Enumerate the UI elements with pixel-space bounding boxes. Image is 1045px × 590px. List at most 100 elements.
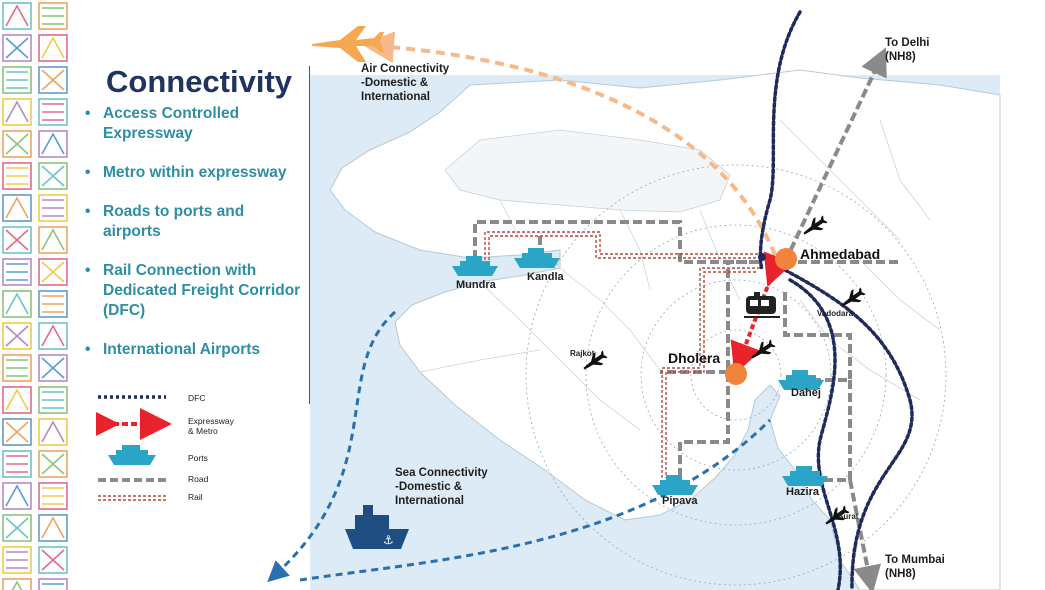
pattern-tile — [2, 418, 32, 446]
sea-connectivity-arc-west — [267, 310, 397, 583]
pattern-glyph — [42, 295, 64, 313]
pattern-tile — [2, 2, 32, 30]
to-mumbai-label: To Mumbai(NH8) — [885, 554, 945, 580]
train-icon — [744, 292, 780, 318]
city-label-vadodara: Vadodara — [817, 309, 854, 318]
pattern-glyph — [42, 487, 64, 505]
pattern-tile — [2, 66, 32, 94]
pattern-tile — [2, 354, 32, 382]
pattern-tile — [38, 514, 68, 542]
city-label-dholera: Dholera — [668, 350, 721, 366]
pattern-glyph — [5, 292, 29, 315]
port-label-hazira: Hazira — [786, 486, 820, 498]
bullet-item: •Access Controlled Expressway — [85, 105, 240, 142]
pattern-glyph — [42, 7, 64, 25]
pattern-tile — [38, 226, 68, 254]
pattern-glyph — [5, 421, 29, 443]
to-delhi-label: To Delhi(NH8) — [885, 37, 930, 63]
pattern-tile — [38, 258, 68, 286]
port-label-dahej: Dahej — [791, 387, 821, 399]
legend-dfc-label: DFC — [188, 393, 206, 403]
bullet-item: •Metro within expressway — [85, 164, 287, 181]
city-label-surat: Surat — [838, 512, 859, 521]
pattern-glyph — [41, 261, 65, 283]
pattern-glyph — [41, 165, 65, 187]
small-airplane-icon-dholera — [751, 339, 776, 359]
pattern-tile — [38, 546, 68, 574]
legend-rail-symbol — [98, 495, 166, 501]
pattern-glyph — [5, 4, 29, 27]
pattern-glyph — [5, 133, 29, 155]
bullet-item: •International Airports — [85, 341, 261, 358]
pattern-tile — [38, 322, 68, 350]
pattern-glyph — [5, 388, 29, 411]
decorative-pattern-strip — [2, 2, 68, 590]
pattern-tile — [2, 194, 32, 222]
small-airplane-icon-surat — [825, 505, 850, 525]
pattern-glyph — [41, 453, 65, 475]
pattern-glyph — [5, 517, 29, 539]
page-title: Connectivity — [106, 64, 293, 99]
pattern-glyph — [42, 583, 64, 585]
pattern-tile — [38, 34, 68, 62]
pattern-tile — [38, 418, 68, 446]
legend-road-label: Road — [188, 474, 209, 484]
pattern-tile — [2, 290, 32, 318]
small-airplane-icon-vadodara — [841, 287, 866, 307]
ship-icon: ⚓ — [345, 505, 409, 549]
bullet-item: •Rail Connection with Dedicated Freight … — [85, 262, 301, 319]
legend-symbols — [96, 395, 172, 501]
pattern-tile — [38, 482, 68, 510]
pattern-tile — [38, 98, 68, 126]
pattern-tile — [38, 162, 68, 190]
pattern-glyph — [5, 229, 29, 251]
pattern-tile — [2, 546, 32, 574]
pattern-tile — [38, 578, 68, 590]
pattern-glyph — [42, 391, 64, 409]
pattern-glyph — [6, 359, 28, 377]
pattern-glyph — [6, 455, 28, 473]
pattern-tile — [2, 162, 32, 190]
pattern-glyph — [41, 36, 65, 59]
pattern-glyph — [41, 357, 65, 379]
pattern-glyph — [41, 420, 65, 443]
bullet-item: •Roads to ports and airports — [85, 203, 245, 240]
ahmedabad-dot — [775, 248, 797, 270]
pattern-glyph — [5, 37, 29, 59]
pattern-tile — [38, 354, 68, 382]
pattern-tile — [38, 450, 68, 478]
cruise-ship-icon-kandla — [514, 248, 560, 268]
map-legend: DFC Expressway& Metro Ports Road Rail — [96, 390, 296, 506]
pattern-glyph — [5, 100, 29, 123]
pattern-tile — [2, 482, 32, 510]
port-icons — [452, 248, 828, 495]
legend-rail-label: Rail — [188, 492, 203, 502]
pattern-glyph — [5, 484, 29, 507]
kutch-region — [444, 129, 731, 213]
legend-expressway-label: Expressway& Metro — [188, 416, 234, 436]
airplane-icon — [312, 26, 384, 62]
pattern-glyph — [6, 551, 28, 569]
pattern-glyph — [6, 263, 28, 281]
connectivity-bullet-list: •Access Controlled Expressway •Metro wit… — [84, 104, 304, 379]
pattern-tile — [38, 130, 68, 158]
pattern-glyph — [41, 549, 65, 571]
pattern-tile — [38, 2, 68, 30]
city-label-ahmedabad: Ahmedabad — [800, 246, 881, 262]
pattern-glyph — [5, 325, 29, 347]
pattern-glyph — [42, 103, 64, 121]
pattern-tile — [2, 226, 32, 254]
pattern-tile — [2, 98, 32, 126]
pattern-glyph — [11, 580, 23, 590]
pattern-tile — [38, 290, 68, 318]
cruise-ship-icon-dahej — [778, 370, 824, 390]
pattern-tile — [2, 386, 32, 414]
port-label-pipava: Pipava — [662, 495, 698, 507]
pattern-glyph — [41, 69, 65, 91]
pattern-tile — [2, 34, 32, 62]
cruise-ship-icon-mundra — [452, 256, 498, 276]
pattern-glyph — [41, 132, 65, 155]
legend-port-symbol — [108, 445, 156, 465]
